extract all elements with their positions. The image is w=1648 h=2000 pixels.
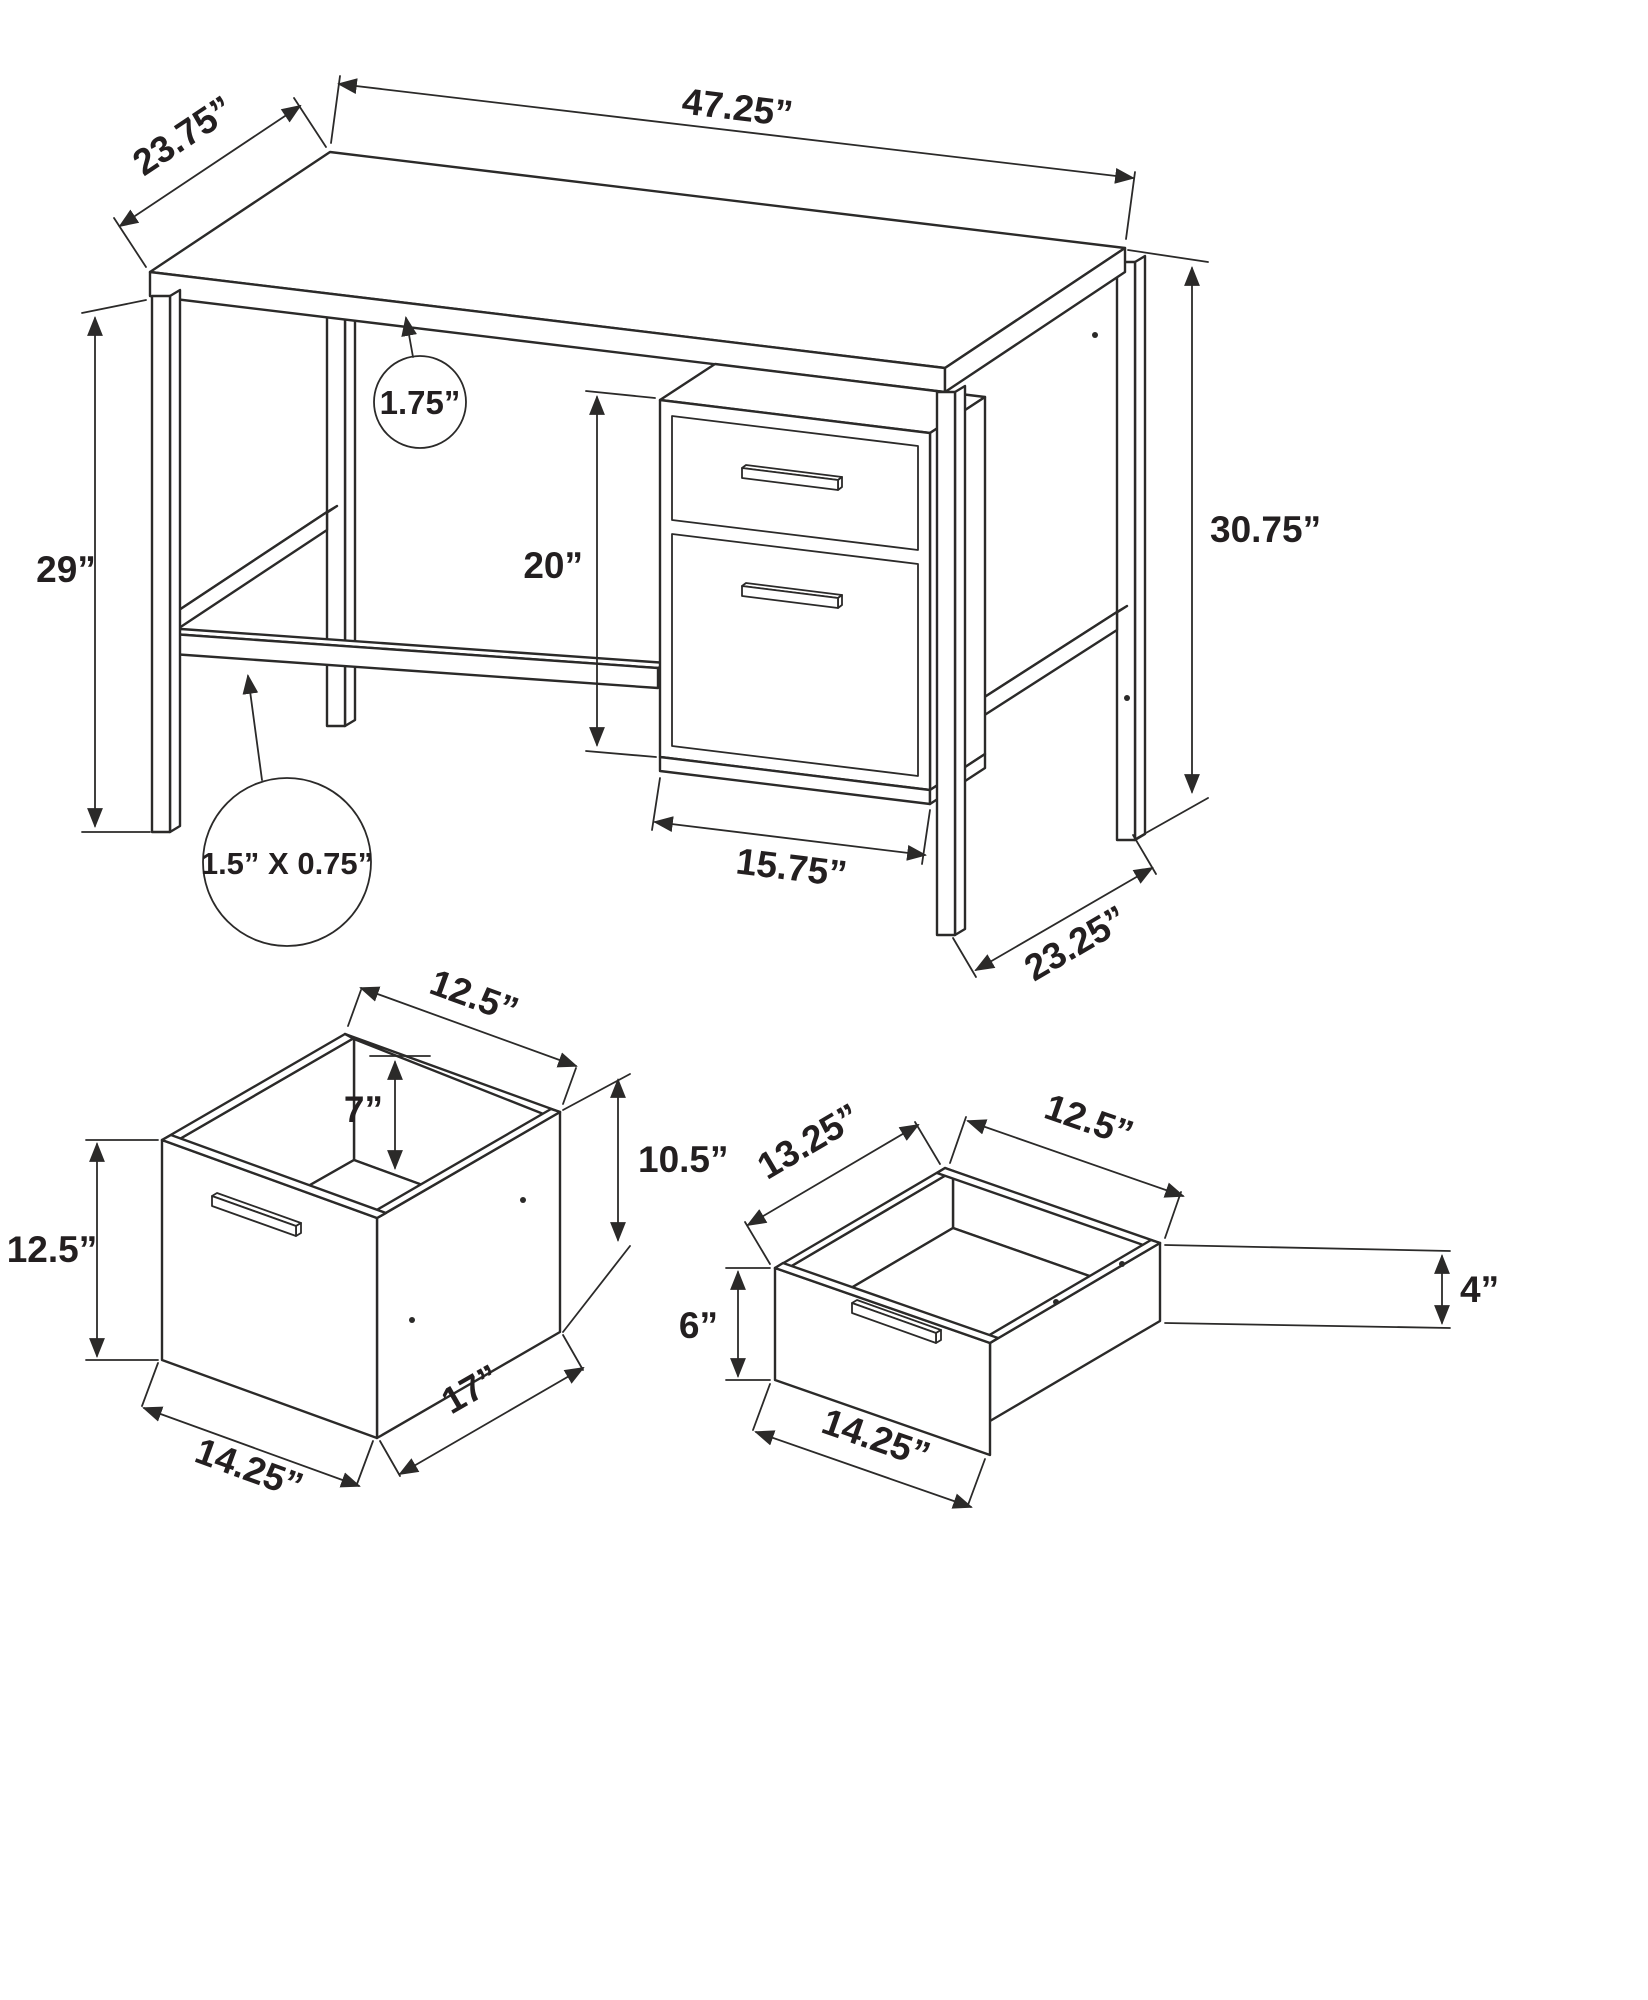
dim-cabinet-clearance: 20” <box>523 390 657 758</box>
dim-desk-overall-height: 30.75” <box>1127 249 1321 839</box>
desk-overall-height-label: 30.75” <box>1210 509 1321 550</box>
dim-file-drawer-front-height: 12.5” <box>7 1139 159 1361</box>
desk-under-height-label: 29” <box>36 549 96 590</box>
frame-profile-label: 1.5” X 0.75” <box>201 846 373 881</box>
cabinet-width-label: 15.75” <box>734 840 849 894</box>
file-drawer-top-width-label: 12.5” <box>425 962 524 1031</box>
file-drawer-front-top-edge <box>160 1133 388 1220</box>
dim-desk-under-height: 29” <box>36 299 151 833</box>
dim-pencil-drawer-side-height: 4” <box>1164 1244 1499 1329</box>
desk-top-thickness-label: 1.75” <box>380 384 461 421</box>
file-drawer-front-width-label: 14.25” <box>190 1430 308 1507</box>
desk-front-right-leg <box>935 384 967 937</box>
desk-center-stretcher <box>170 627 669 690</box>
cabinet-bottom-drawer-front <box>671 533 919 777</box>
file-drawer-side-height-label: 10.5” <box>638 1139 729 1180</box>
dim-file-drawer-inner-depth: 7” <box>344 1055 431 1170</box>
file-drawer-drawing: 12.5” 7” 10.5” 12.5” 17” <box>7 962 729 1507</box>
dim-frame-profile: 1.5” X 0.75” <box>201 674 373 947</box>
screw-hole-dot <box>520 1197 526 1203</box>
pencil-drawer-top-width-label: 12.5” <box>1040 1086 1139 1154</box>
dim-file-drawer-side-height: 10.5” <box>562 1073 729 1333</box>
desk-drawing: 47.25” 23.75” 1.75” 29” 20” <box>36 75 1321 989</box>
file-drawer-inner-depth-label: 7” <box>344 1089 383 1130</box>
screw-hole-dot <box>1119 1261 1125 1267</box>
desk-left-stretcher <box>168 504 339 636</box>
screw-hole-dot <box>1092 332 1098 338</box>
pencil-drawer-front-top-edge <box>773 1261 1000 1345</box>
pencil-drawer-side-length-label: 13.25” <box>750 1095 867 1187</box>
dim-pencil-drawer-front-height: 6” <box>679 1267 771 1381</box>
screw-hole-dot <box>1124 695 1130 701</box>
dim-desk-top-thickness: 1.75” <box>373 316 467 449</box>
desk-top-depth-label: 23.75” <box>125 88 240 184</box>
screw-hole-dot <box>409 1317 415 1323</box>
file-drawer-front-height-label: 12.5” <box>7 1229 98 1270</box>
cabinet-clearance-label: 20” <box>523 545 583 586</box>
dim-desk-side-depth: 23.25” <box>952 834 1157 989</box>
pencil-drawer-handle <box>851 1299 942 1344</box>
pencil-drawer-front-height-label: 6” <box>679 1305 718 1346</box>
screw-hole-dot <box>1053 1299 1059 1305</box>
cabinet-bottom-drawer-handle <box>741 582 843 609</box>
desk-top <box>148 150 1127 394</box>
pencil-drawer-drawing: 13.25” 12.5” 6” 4” 14.25” <box>679 1086 1499 1509</box>
file-drawer-handle <box>211 1192 302 1237</box>
cabinet-top-drawer-handle <box>741 464 843 491</box>
desk-front-left-leg <box>150 288 182 834</box>
pencil-drawer-side-height-label: 4” <box>1460 1269 1499 1310</box>
desk-back-right-leg <box>1115 254 1147 842</box>
